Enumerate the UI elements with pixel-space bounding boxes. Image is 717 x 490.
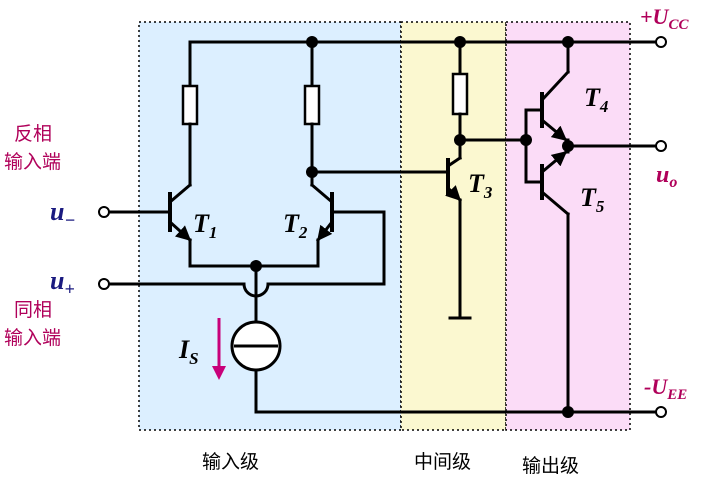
t4-label: T4 bbox=[584, 83, 608, 116]
middle-stage-label: 中间级 bbox=[414, 451, 471, 473]
vcc-label: +UCC bbox=[640, 4, 689, 33]
u-minus-terminal bbox=[98, 206, 110, 218]
resistor-r2 bbox=[303, 84, 321, 126]
vee-label: -UEE bbox=[644, 374, 687, 403]
transistor-t2 bbox=[309, 182, 386, 243]
non-inverting-label-line1: 同相 bbox=[14, 299, 52, 321]
current-source-is bbox=[230, 320, 282, 372]
transistor-t1 bbox=[108, 182, 193, 243]
inverting-label-line1: 反相 bbox=[14, 123, 52, 145]
resistor-r1 bbox=[181, 84, 199, 126]
t5-label: T5 bbox=[580, 183, 605, 216]
is-label: IS bbox=[178, 335, 199, 368]
transistor-t4 bbox=[539, 69, 571, 143]
inverting-label-line2: 输入端 bbox=[4, 151, 61, 173]
vee-terminal bbox=[655, 406, 667, 418]
input-stage-region bbox=[138, 21, 402, 431]
non-inverting-label-line2: 输入端 bbox=[4, 327, 61, 349]
u-plus-label: u+ bbox=[50, 266, 75, 299]
u-minus-label: u− bbox=[50, 197, 75, 230]
output-stage-label: 输出级 bbox=[522, 455, 579, 477]
transistor-t3 bbox=[445, 155, 463, 203]
u-plus-terminal bbox=[98, 278, 110, 290]
t1-label: T1 bbox=[193, 209, 217, 242]
output-label: uo bbox=[656, 162, 677, 191]
t3-label: T3 bbox=[468, 169, 493, 202]
t2-label: T2 bbox=[283, 209, 308, 242]
input-stage-label: 输入级 bbox=[202, 451, 259, 473]
transistor-t5 bbox=[539, 149, 571, 217]
vcc-terminal bbox=[655, 36, 667, 48]
output-terminal bbox=[655, 140, 667, 152]
resistor-r3 bbox=[451, 72, 469, 116]
